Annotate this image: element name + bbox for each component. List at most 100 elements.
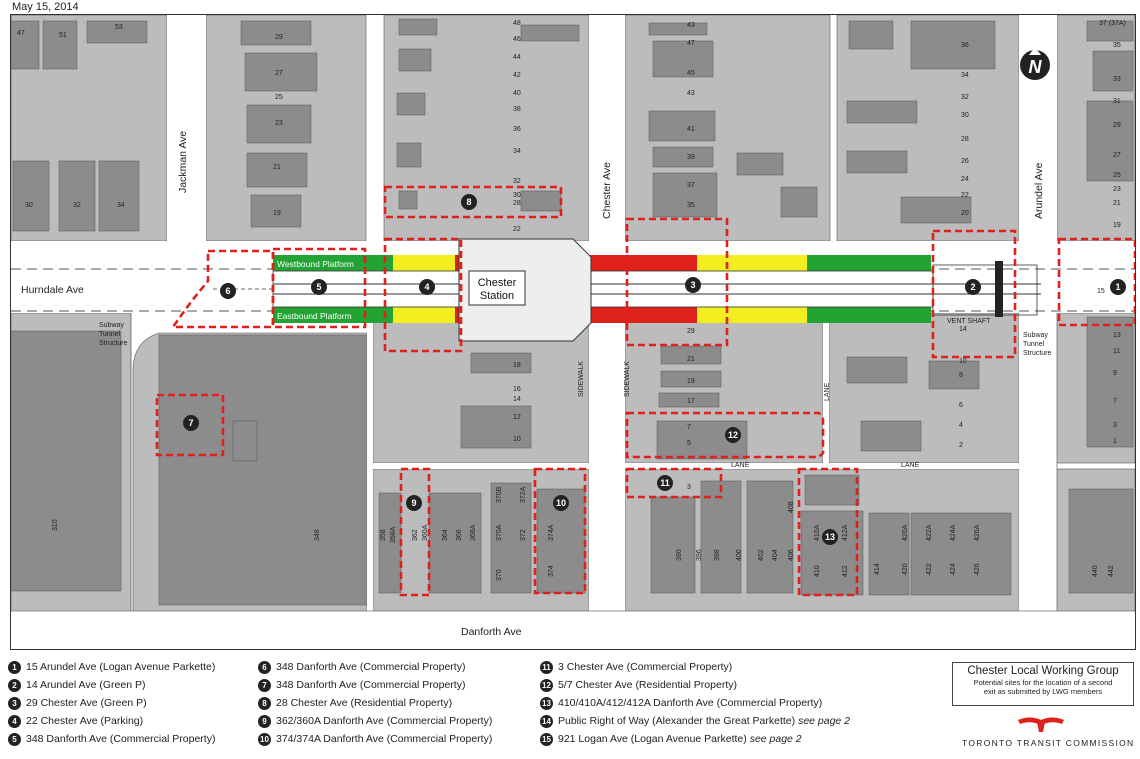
lot-number: 8 (959, 372, 963, 379)
site-marker-2[interactable]: 2 (965, 279, 981, 295)
lot-number: 398 (714, 549, 721, 561)
lane-label-3: LANE (824, 382, 831, 401)
lot-number: 11 (1113, 348, 1120, 355)
subway-note-left-1: Subway (99, 322, 124, 329)
lot-number: 16 (513, 386, 521, 393)
lot-number: 2 (959, 442, 963, 449)
lot-number: 32 (73, 202, 81, 209)
lot-number: 27 (1113, 152, 1121, 159)
site-13-outline (797, 467, 859, 597)
lot-number: 368A (470, 524, 477, 541)
site-marker-8[interactable]: 8 (461, 194, 477, 210)
lot-number: 15 (1097, 288, 1105, 295)
site-marker-9[interactable]: 9 (406, 495, 422, 511)
site-3-outline (625, 217, 729, 347)
map-canvas: Westbound Platform Eastbound Platform Ch… (11, 15, 1135, 649)
lot-number: 412 (842, 565, 849, 577)
lot-number: 21 (1113, 200, 1121, 207)
lot-number: 7 (687, 424, 691, 431)
lot-number: 29 (275, 34, 283, 41)
chester-station: Chester Station (458, 238, 592, 342)
lane-label-1: LANE (731, 462, 750, 469)
lot-number: 402 (758, 549, 765, 561)
lot-number: 30 (961, 112, 969, 119)
lot-number: 390 (676, 549, 683, 561)
lot-number: 37 (37A) (1099, 20, 1126, 27)
lot-number: 23 (275, 120, 283, 127)
site-marker-6[interactable]: 6 (220, 283, 236, 299)
site-map: Westbound Platform Eastbound Platform Ch… (10, 14, 1136, 650)
svg-text:13: 13 (825, 532, 835, 542)
site-11-outline (625, 467, 723, 499)
site-marker-10[interactable]: 10 (553, 495, 569, 511)
map-date: May 15, 2014 (12, 1, 79, 13)
lot-number: 400 (736, 549, 743, 561)
lot-number: 6 (959, 402, 963, 409)
lot-number: 422A (926, 524, 933, 541)
lane-label-2: LANE (901, 462, 920, 469)
lot-number: 4 (959, 422, 963, 429)
lot-number: 412A (842, 524, 849, 541)
lot-number: 374 (548, 565, 555, 577)
lot-number: 28 (513, 200, 521, 207)
site-marker-3[interactable]: 3 (685, 277, 701, 293)
lot-number: 45 (687, 70, 695, 77)
lot-number: 20 (961, 210, 969, 217)
site-marker-7[interactable]: 7 (183, 415, 199, 431)
lot-number: 442 (1108, 565, 1115, 577)
ttc-logo-icon (1018, 717, 1064, 732)
subway-note-right-2: Tunnel (1023, 341, 1045, 348)
lot-number: 18 (513, 362, 521, 369)
lot-number: 372A (520, 486, 527, 503)
ttc-name: TORONTO TRANSIT COMMISSION (962, 738, 1135, 748)
vent-shaft-label: VENT SHAFT (947, 318, 991, 325)
lot-number: 41 (687, 126, 695, 133)
lot-number: 14 (513, 396, 521, 403)
lot-number: 9 (1113, 370, 1117, 377)
block-arundel-west-south (828, 312, 1020, 464)
lot-number: 12 (513, 414, 521, 421)
lot-number: 362 (412, 529, 419, 541)
site-1-outline (1057, 237, 1135, 327)
lot-number: 32 (513, 178, 521, 185)
site-marker-1[interactable]: 1 (1110, 279, 1126, 295)
lot-number: 44 (513, 54, 521, 61)
lot-number: 31 (1113, 98, 1121, 105)
station-name-line2: Station (480, 290, 514, 302)
lot-number: 10 (959, 358, 967, 365)
lot-number: 360A (422, 524, 429, 541)
site-marker-13[interactable]: 13 (822, 529, 838, 545)
lot-number: 358 (380, 529, 387, 541)
svg-text:10: 10 (556, 498, 566, 508)
lot-number: 28 (961, 136, 969, 143)
lot-number: 17 (687, 398, 695, 405)
lot-number: 47 (17, 30, 25, 37)
lot-number: 53 (115, 24, 123, 31)
lot-number: 19 (1113, 222, 1121, 229)
lot-number: 10 (513, 436, 521, 443)
site-marker-4[interactable]: 4 (419, 279, 435, 295)
site-marker-5[interactable]: 5 (311, 279, 327, 295)
svg-text:5: 5 (316, 282, 321, 292)
site-2-outline (931, 229, 1017, 359)
station-name-line1: Chester (478, 277, 517, 289)
lot-number: 21 (273, 164, 281, 171)
site-marker-12[interactable]: 12 (725, 427, 741, 443)
lot-number: 348 (314, 529, 321, 541)
lot-number: 37 (687, 182, 695, 189)
westbound-platform-label: Westbound Platform (277, 259, 354, 269)
street-arundel: Arundel Ave (1033, 162, 1045, 219)
lot-number: 46 (513, 36, 521, 43)
site-marker-11[interactable]: 11 (657, 475, 673, 491)
lot-number: 29 (687, 328, 695, 335)
